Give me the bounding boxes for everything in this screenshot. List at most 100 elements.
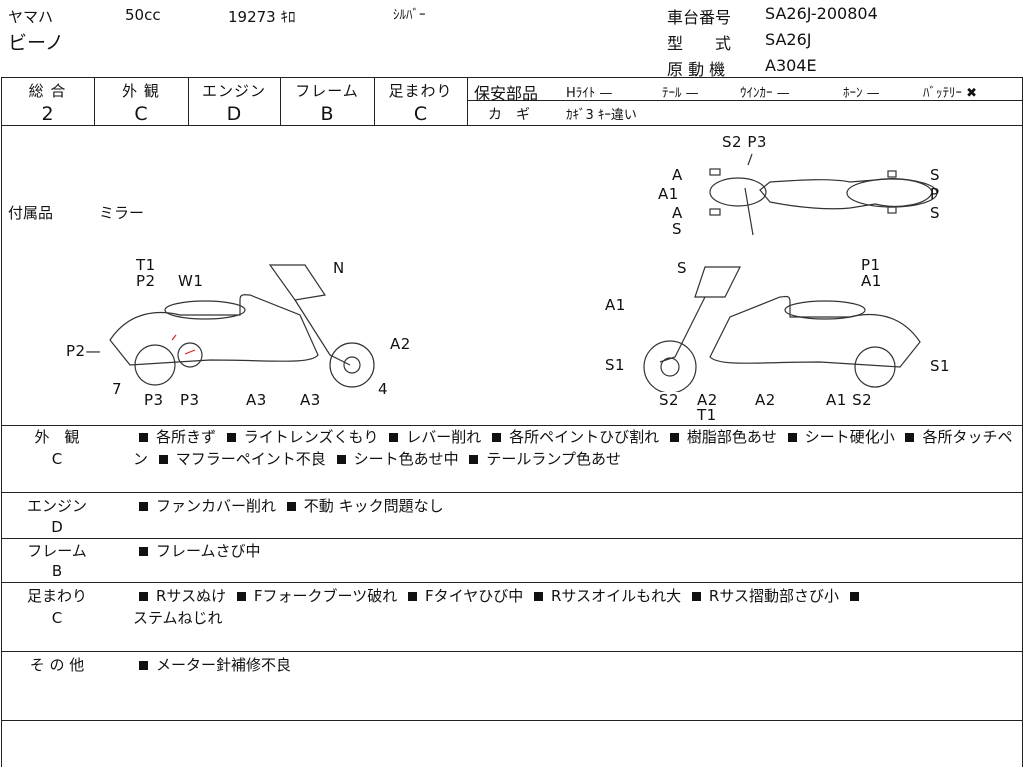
callout-a-bottom: A [672, 204, 683, 222]
callout-a-top: A [672, 166, 683, 184]
remark: ファンカバー削れ [156, 497, 277, 515]
callout-four: 4 [378, 380, 389, 398]
safety-tail: ﾃｰﾙ — [662, 86, 699, 101]
grade-label: 足まわり [388, 82, 453, 100]
callout-s2-front: S2 [659, 391, 680, 409]
section-frame-title: フレーム [27, 542, 87, 560]
grade-sep [94, 77, 95, 125]
key-value: ｶｷﾞ3 ｷｰ違い [566, 108, 637, 123]
section-engine-grade: D [51, 518, 63, 536]
callout-t1-right: T1 [697, 406, 717, 424]
section-frame-body: フレームさび中 [133, 540, 1018, 562]
remark: Rサスぬけ [156, 587, 227, 605]
callout-a2-left: A2 [390, 335, 411, 353]
callout-s-right-top: S [930, 166, 941, 184]
key-label: カ ギ [488, 107, 530, 123]
callout-a3-b: A3 [300, 391, 321, 409]
section-exterior-title: 外 観 [34, 428, 80, 446]
callout-seven: 7 [112, 380, 123, 398]
remark: 各所タッチペン [133, 428, 1013, 468]
remark: Fタイヤひび中 [425, 587, 524, 605]
callout-s1-left: S1 [605, 356, 626, 374]
scooter-top-view [709, 153, 938, 236]
grade-label: 外 観 [122, 82, 160, 100]
remark: テールランプ色あせ [486, 450, 621, 468]
grade-label: エンジン [201, 82, 266, 100]
callout-s-right-bottom: S [930, 204, 941, 222]
grade-exterior: 外 観 C [94, 80, 188, 125]
divider-figures [1, 425, 1023, 426]
divider-grades [1, 125, 1023, 126]
remark: Fフォークブーツ破れ [253, 587, 398, 605]
divider-s3 [1, 582, 1023, 583]
remark: Rサスオイルもれ大 [551, 587, 682, 605]
displacement: 50cc [125, 6, 161, 24]
scooter-right-view [643, 266, 921, 392]
section-other-body: メーター針補修不良 [133, 654, 1018, 676]
section-exterior-body: 各所きず ライトレンズくもり レバー削れ 各所ペイントひび割れ 樹脂部色あせ シ… [133, 426, 1018, 470]
callout-a2-front: A2 [697, 391, 718, 409]
grade-value: B [320, 103, 334, 125]
safety-winker: ｳｲﾝｶｰ — [740, 86, 790, 101]
remark: 各所きず [156, 428, 217, 446]
callout-a2-mid: A2 [755, 391, 776, 409]
divider-s2 [1, 538, 1023, 539]
accessories-value: ミラー [99, 204, 145, 222]
remark: 樹脂部色あせ [686, 428, 777, 446]
section-suspension-grade: C [51, 609, 63, 627]
grade-label: 総 合 [28, 82, 67, 100]
remark: メーター針補修不良 [156, 656, 292, 674]
remark: マフラーペイント不良 [175, 450, 326, 468]
callout-p-right: P [930, 185, 940, 203]
callout-w1: W1 [178, 272, 204, 290]
engine-value: A304E [765, 56, 817, 75]
callout-p3-a: P3 [144, 391, 164, 409]
grade-sep [467, 77, 468, 125]
scooter-left-view [109, 264, 375, 388]
section-other-title: そ の 他 [29, 656, 85, 674]
callout-a1-front: A1 [605, 296, 626, 314]
type-value: SA26J [765, 30, 812, 49]
section-engine-body: ファンカバー削れ 不動 キック問題なし [133, 495, 1018, 517]
callout-s-bottom: S [672, 220, 683, 238]
remark: シート色あせ中 [353, 450, 459, 468]
callout-t1-left: T1 [136, 256, 156, 274]
remark: フレームさび中 [156, 542, 261, 560]
grade-sep [280, 77, 281, 125]
grade-value: D [226, 103, 242, 125]
chassis-value: SA26J-200804 [765, 4, 878, 23]
model-name: ビーノ [8, 32, 64, 54]
section-engine-title: エンジン [26, 497, 87, 515]
divider-s4 [1, 651, 1023, 652]
safety-headlight: Hﾗｲﾄ — [566, 86, 613, 101]
frame-left [1, 77, 2, 767]
section-frame-grade: B [51, 562, 63, 580]
mileage: 19273 ｷﾛ [228, 8, 296, 26]
safety-horn: ﾎｰﾝ — [843, 86, 880, 101]
remark: 不動 キック問題なし [303, 497, 444, 515]
grade-sep [374, 77, 375, 125]
callout-p3-b: P3 [180, 391, 200, 409]
section-suspension-title: 足まわり [26, 587, 87, 605]
grade-sep [188, 77, 189, 125]
callout-p2-left: P2 [136, 272, 156, 290]
grade-overall: 総 合 2 [1, 80, 94, 125]
color: ｼﾙﾊﾞｰ [393, 8, 426, 23]
grade-label: フレーム [295, 82, 359, 100]
remark: シート硬 [804, 428, 865, 446]
callout-s1-right: S1 [930, 357, 951, 375]
divider-safety [467, 100, 1022, 101]
callout-s2p3: S2 P3 [722, 133, 767, 151]
remark: 化小 [864, 428, 895, 446]
grade-frame: フレーム B [280, 80, 374, 125]
type-label: 型 式 [667, 34, 732, 53]
grade-value: 2 [41, 103, 54, 125]
grade-value: C [134, 103, 148, 125]
remark: 各所ペイントひび割れ [509, 428, 660, 446]
divider-top [1, 77, 1023, 78]
maker: ヤマハ [8, 8, 54, 26]
divider-s5 [1, 720, 1023, 721]
frame-right [1022, 77, 1023, 767]
safety-battery: ﾊﾞｯﾃﾘｰ ✖ [923, 86, 978, 101]
remark: ライトレンズくもり [243, 428, 379, 446]
